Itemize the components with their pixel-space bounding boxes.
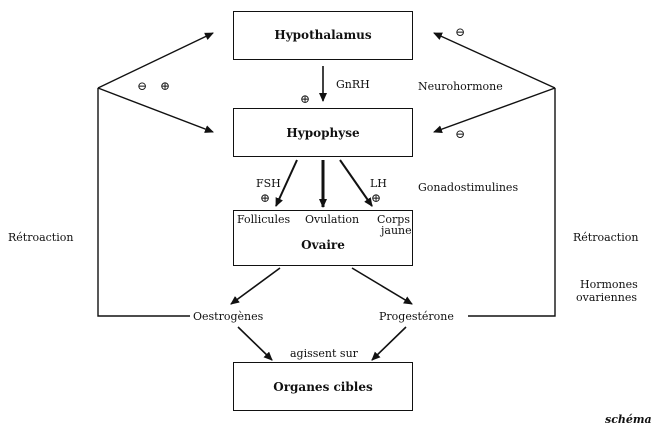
ovaire-box: Follicules Ovulation Corps jaune Ovaire [233,210,413,266]
retroaction-right-label: Rétroaction [573,231,639,244]
right-minus-sign-top: ⊖ [455,25,466,39]
lh-arrow [339,159,373,207]
right-minus-sign-bottom: ⊖ [455,127,466,141]
right-arrow-to-hypothalamus [433,32,556,89]
agissent-sur-label: agissent sur [290,347,358,360]
gnrh-plus-sign: ⊕ [300,92,311,106]
left-arrow-to-hypothalamus [97,32,214,89]
hormones-ovariennes-line2: ovariennes [576,291,638,304]
right-arrow-to-hypophyse [433,87,556,134]
oestrogenes-label: Oestrogènes [193,310,264,323]
hormones-ovariennes-line1: Hormones [580,278,638,291]
lh-label: LH [370,177,387,190]
gnrh-label: GnRH [336,78,370,91]
hypothalamus-box: Hypothalamus [233,11,413,60]
hypophyse-box: Hypophyse [233,108,413,157]
left-plus-sign: ⊕ [160,79,171,93]
progesterone-to-organes-arrow [371,326,407,361]
fsh-arrow [275,159,298,207]
lh-plus-sign: ⊕ [371,191,382,205]
progesterone-label: Progestérone [379,310,454,323]
follicules-label: Follicules [237,213,291,226]
schema-caption: schéma [605,413,652,426]
fsh-plus-sign: ⊕ [260,191,271,205]
organes-cibles-title: Organes cibles [273,380,373,394]
left-arrow-to-hypophyse [97,87,214,133]
organes-cibles-box: Organes cibles [233,362,413,411]
neurohormone-label: Neurohormone [418,80,503,93]
left-feedback-line [97,88,190,317]
corps-jaune-label-line1: Corps [377,213,410,226]
corps-jaune-label-line2: jaune [381,224,412,237]
arrow-to-progesterone [351,267,413,305]
left-minus-sign: ⊖ [137,79,148,93]
hypothalamus-title: Hypothalamus [274,28,372,42]
ovaire-title: Ovaire [301,238,345,252]
arrow-to-oestrogenes [230,267,281,305]
retroaction-left-label: Rétroaction [8,231,74,244]
right-feedback-line [468,88,556,317]
fsh-label: FSH [256,177,281,190]
ovulation-label: Ovulation [305,213,360,226]
oestrogenes-to-organes-arrow [237,326,273,361]
gonadostimulines-label: Gonadostimulines [418,181,519,194]
hypophyse-title: Hypophyse [286,126,360,140]
